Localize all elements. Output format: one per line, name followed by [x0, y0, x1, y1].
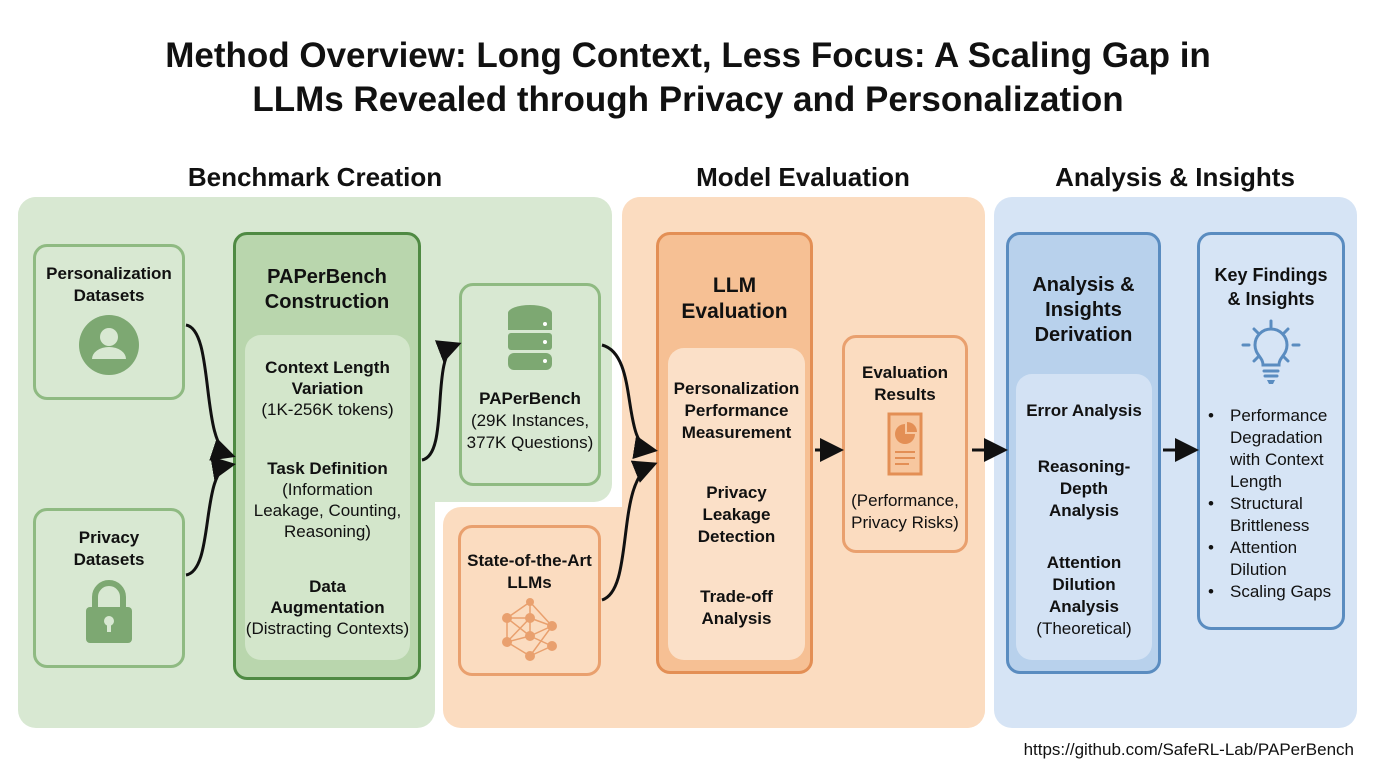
report-icon [887, 412, 923, 476]
label: Analysis [701, 609, 772, 628]
label: Trade-off [700, 587, 773, 606]
detail: (Information [282, 480, 373, 499]
lightbulb-icon [1241, 319, 1301, 384]
detail: (Performance, [851, 491, 959, 510]
detail: 377K Questions) [466, 433, 594, 452]
title: Derivation [1034, 324, 1133, 346]
github-url[interactable]: https://github.com/SafeRL-Lab/PAPerBench [1023, 740, 1354, 759]
title: Evaluation [681, 300, 788, 323]
label: Detection [697, 527, 776, 546]
label: Privacy [78, 528, 140, 547]
detail: Reasoning) [284, 522, 371, 541]
detail: Leakage, Counting, [253, 501, 402, 520]
title: Analysis & [1032, 274, 1135, 296]
section-analysis-insights: Analysis & Insights [1055, 162, 1295, 192]
section-model-evaluation: Model Evaluation [696, 162, 910, 192]
detail: (29K Instances, [470, 411, 590, 430]
title: Insights [1045, 299, 1122, 321]
title: Key Findings [1214, 265, 1328, 285]
label: Privacy [706, 483, 767, 502]
title-line-2: LLMs Revealed through Privacy and Person… [252, 80, 1124, 119]
detail: (1K-256K tokens) [261, 400, 394, 419]
label: Analysis [1049, 501, 1119, 520]
neural-network-icon [501, 598, 557, 661]
label: Dilution [1052, 575, 1116, 594]
arrow-privacy-to-construction [185, 456, 236, 577]
arrow-personalization-to-construction [185, 323, 236, 461]
page-title: Method Overview: Long Context, Less Focu… [0, 34, 1376, 122]
lock-icon [86, 580, 132, 643]
label: Performance [684, 401, 789, 420]
label: Measurement [681, 423, 792, 442]
label: Evaluation [862, 363, 948, 382]
finding-item: Scaling Gaps [1200, 581, 1342, 603]
database-icon [508, 305, 552, 370]
step-error-analysis: Error Analysis [1026, 401, 1142, 420]
title: & Insights [1227, 289, 1315, 309]
section-benchmark-creation: Benchmark Creation [187, 162, 443, 192]
arrow-paperbench-to-llm-eval [601, 343, 658, 460]
label: Analysis [1049, 597, 1119, 616]
detail: (Distracting Contexts) [245, 619, 410, 638]
key-findings-box: Key Findings & Insights PerformanceDegrad… [1197, 232, 1345, 630]
user-icon [79, 315, 139, 375]
arrow-sota-to-llm-eval [601, 460, 658, 602]
label: Variation [291, 379, 364, 398]
title: LLM [712, 274, 757, 297]
label: Task Definition [267, 459, 388, 478]
arrow-construction-to-paperbench [421, 340, 462, 462]
paperbench-dataset-box: PAPerBench (29K Instances, 377K Questions) [459, 283, 601, 486]
label: Datasets [73, 286, 145, 305]
label: Personalization [46, 264, 172, 283]
label: Attention [1046, 553, 1122, 572]
title-line-1: Method Overview: Long Context, Less Focu… [165, 36, 1211, 75]
label: Results [874, 385, 936, 404]
detail: (Theoretical) [1036, 619, 1132, 638]
label: LLMs [507, 573, 552, 592]
detail: Privacy Risks) [851, 513, 959, 532]
label: Reasoning- [1037, 457, 1131, 476]
label: Augmentation [270, 598, 385, 617]
label: Data [309, 577, 346, 596]
label: PAPerBench [479, 389, 581, 408]
title: PAPerBench [267, 266, 387, 288]
label: Personalization [673, 379, 800, 398]
label: Context Length [265, 358, 390, 377]
label: Leakage [702, 505, 771, 524]
label: State-of-the-Art [467, 551, 592, 570]
title: Construction [264, 291, 390, 313]
label: Datasets [73, 550, 145, 569]
label: Depth [1059, 479, 1109, 498]
